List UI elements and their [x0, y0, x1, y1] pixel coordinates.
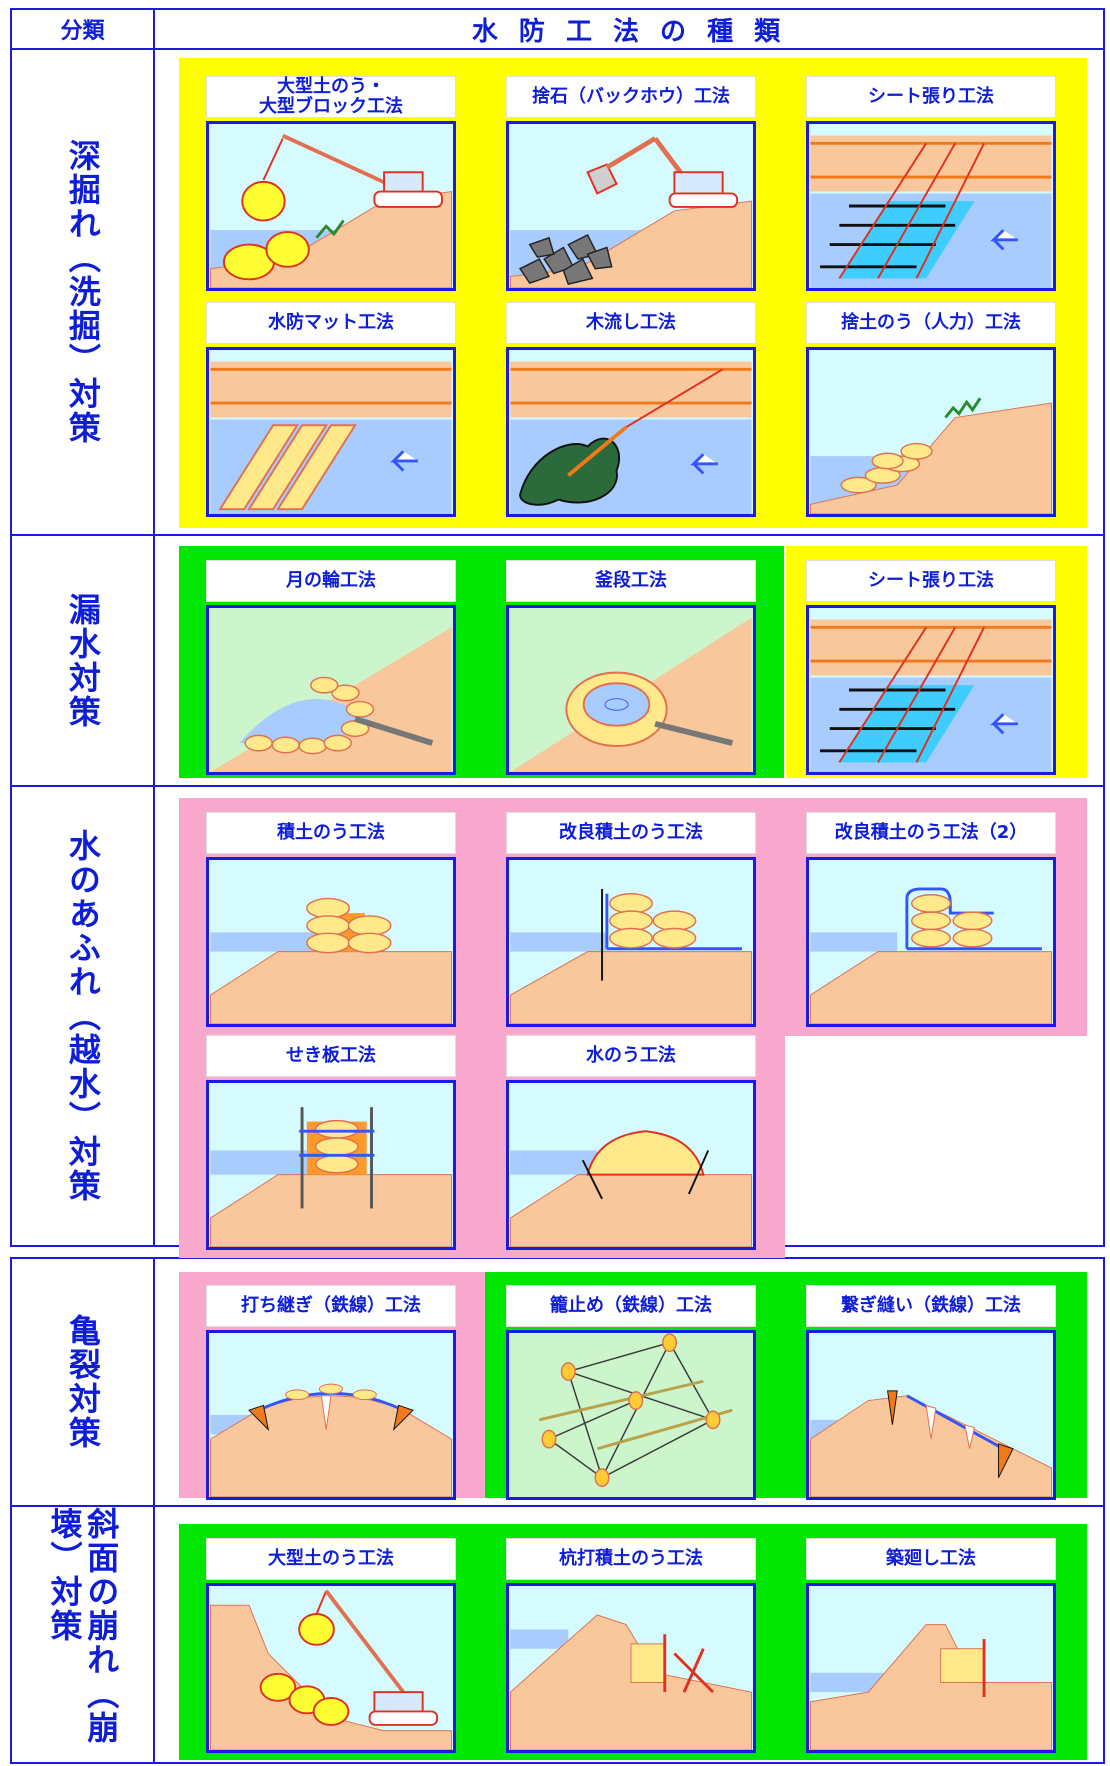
- pile-sandbag-illustration: [506, 1583, 756, 1753]
- panel-title: 捨石（バックホウ）工法: [506, 76, 756, 118]
- panel-sheet-2: シート張り工法: [806, 560, 1056, 775]
- panel-title: 築廻し工法: [806, 1538, 1056, 1580]
- section-frame-5: [153, 1505, 1105, 1764]
- panel-title: 釜段工法: [506, 560, 756, 602]
- page-title: 水 防 工 法 の 種 類: [153, 8, 1105, 50]
- panel-water-bag: 水のう工法: [506, 1035, 756, 1250]
- row-label-leakage-text: 漏水対策: [63, 592, 102, 729]
- moon-ring-illustration: [206, 605, 456, 775]
- panel-kamadan: 釜段工法: [506, 560, 756, 775]
- panel-improved-sandbag: 改良積土のう工法: [506, 812, 756, 1027]
- panel-stacked-sandbag: 積土のう工法: [206, 812, 456, 1027]
- panel-tsunaginui: 繋ぎ縫い（鉄線）工法: [806, 1285, 1056, 1500]
- uchitsugi-illustration: [206, 1330, 456, 1500]
- row-label-scour: 深掘れ（洗掘）対策: [10, 48, 155, 536]
- weir-plate-illustration: [206, 1080, 456, 1250]
- row-label-slope: 斜面の崩れ（崩壊）対策: [10, 1505, 155, 1764]
- panel-moon-ring: 月の輪工法: [206, 560, 456, 775]
- panel-tsukimawashi: 築廻し工法: [806, 1538, 1056, 1753]
- panel-title: 月の輪工法: [206, 560, 456, 602]
- panel-uchitsugi: 打ち継ぎ（鉄線）工法: [206, 1285, 456, 1500]
- category-header: 分類: [10, 8, 155, 50]
- large-sandbag-illustration: [206, 121, 456, 291]
- row-label-leakage: 漏水対策: [10, 534, 155, 787]
- panel-hand-sandbag: 捨土のう（人力）工法: [806, 302, 1056, 517]
- panel-sheet-1: シート張り工法: [806, 76, 1056, 291]
- riprap-illustration: [506, 121, 756, 291]
- panel-large-sandbag-2: 大型土のう工法: [206, 1538, 456, 1753]
- panel-pile-sandbag: 杭打積土のう工法: [506, 1538, 756, 1753]
- page-title-text: 水 防 工 法 の 種 類: [471, 16, 787, 47]
- panel-title: 大型土のう・ 大型ブロック工法: [206, 76, 456, 118]
- tsukimawashi-illustration: [806, 1583, 1056, 1753]
- panel-improved-sandbag-2: 改良積土のう工法（2）: [806, 812, 1056, 1027]
- tree-flow-illustration: [506, 347, 756, 517]
- panel-title: 水のう工法: [506, 1035, 756, 1077]
- panel-title: 捨土のう（人力）工法: [806, 302, 1056, 344]
- large-sandbag-2-illustration: [206, 1583, 456, 1753]
- panel-tree-flow: 木流し工法: [506, 302, 756, 517]
- row-label-overflow: 水のあふれ（越水）対策: [10, 785, 155, 1247]
- panel-title: 積土のう工法: [206, 812, 456, 854]
- panel-title: 籠止め（鉄線）工法: [506, 1285, 756, 1327]
- kagodome-illustration: [506, 1330, 756, 1500]
- category-header-text: 分類: [60, 19, 105, 44]
- improved-sandbag-illustration: [506, 857, 756, 1027]
- panel-title: 杭打積土のう工法: [506, 1538, 756, 1580]
- panel-riprap: 捨石（バックホウ）工法: [506, 76, 756, 291]
- stacked-sandbag-illustration: [206, 857, 456, 1027]
- panel-title: 水防マット工法: [206, 302, 456, 344]
- panel-title: せき板工法: [206, 1035, 456, 1077]
- panel-title: シート張り工法: [806, 560, 1056, 602]
- panel-title: 繋ぎ縫い（鉄線）工法: [806, 1285, 1056, 1327]
- tsunaginui-illustration: [806, 1330, 1056, 1500]
- panel-title: 大型土のう工法: [206, 1538, 456, 1580]
- kamadan-illustration: [506, 605, 756, 775]
- panel-title: シート張り工法: [806, 76, 1056, 118]
- panel-large-sandbag: 大型土のう・ 大型ブロック工法: [206, 76, 456, 291]
- row-label-crack-text: 亀裂対策: [63, 1314, 102, 1450]
- panel-title: 木流し工法: [506, 302, 756, 344]
- improved-sandbag-2-illustration: [806, 857, 1056, 1027]
- water-bag-illustration: [506, 1080, 756, 1250]
- sheet-illustration: [806, 121, 1056, 291]
- panel-title: 打ち継ぎ（鉄線）工法: [206, 1285, 456, 1327]
- hand-sandbag-illustration: [806, 347, 1056, 517]
- row-label-overflow-text: 水のあふれ（越水）対策: [63, 829, 102, 1203]
- row-label-slope-text: 斜面の崩れ（崩壊）対策: [45, 1507, 121, 1745]
- panel-kagodome: 籠止め（鉄線）工法: [506, 1285, 756, 1500]
- sheet-illustration-2: [806, 605, 1056, 775]
- panel-title: 改良積土のう工法（2）: [806, 812, 1056, 854]
- row-label-scour-text: 深掘れ（洗掘）対策: [63, 139, 102, 445]
- panel-title: 改良積土のう工法: [506, 812, 756, 854]
- panel-weir-plate: せき板工法: [206, 1035, 456, 1250]
- row-label-crack: 亀裂対策: [10, 1257, 155, 1507]
- flood-mat-illustration: [206, 347, 456, 517]
- panel-flood-mat: 水防マット工法: [206, 302, 456, 517]
